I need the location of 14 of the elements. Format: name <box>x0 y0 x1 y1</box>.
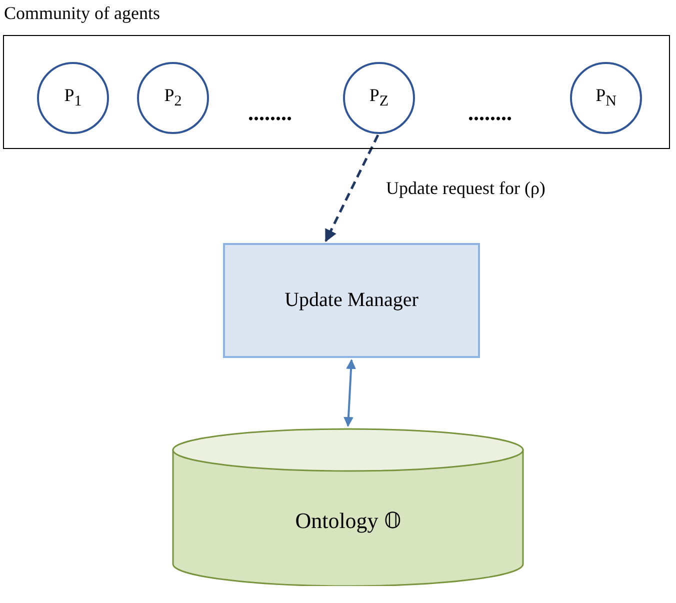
agent-label: P$_{N}$ <box>596 85 616 111</box>
process-box <box>223 243 480 358</box>
cylinder-label: Ontology 𝕆 <box>295 508 401 534</box>
agent-label: P$_{2}$ <box>164 85 182 111</box>
ellipsis-dots: ........ <box>468 100 512 126</box>
arrow <box>324 134 380 242</box>
agent-label: P$_{Z}$ <box>369 85 389 111</box>
ellipsis-dots: ........ <box>248 100 292 126</box>
edge-label: Update request for (ρ) <box>386 178 546 199</box>
box-label: Update Manager <box>284 289 418 312</box>
group-title: Community of agents <box>4 3 160 24</box>
database-cylinder <box>172 428 524 586</box>
agent-label: P$_{1}$ <box>64 85 82 111</box>
arrow <box>343 359 356 427</box>
